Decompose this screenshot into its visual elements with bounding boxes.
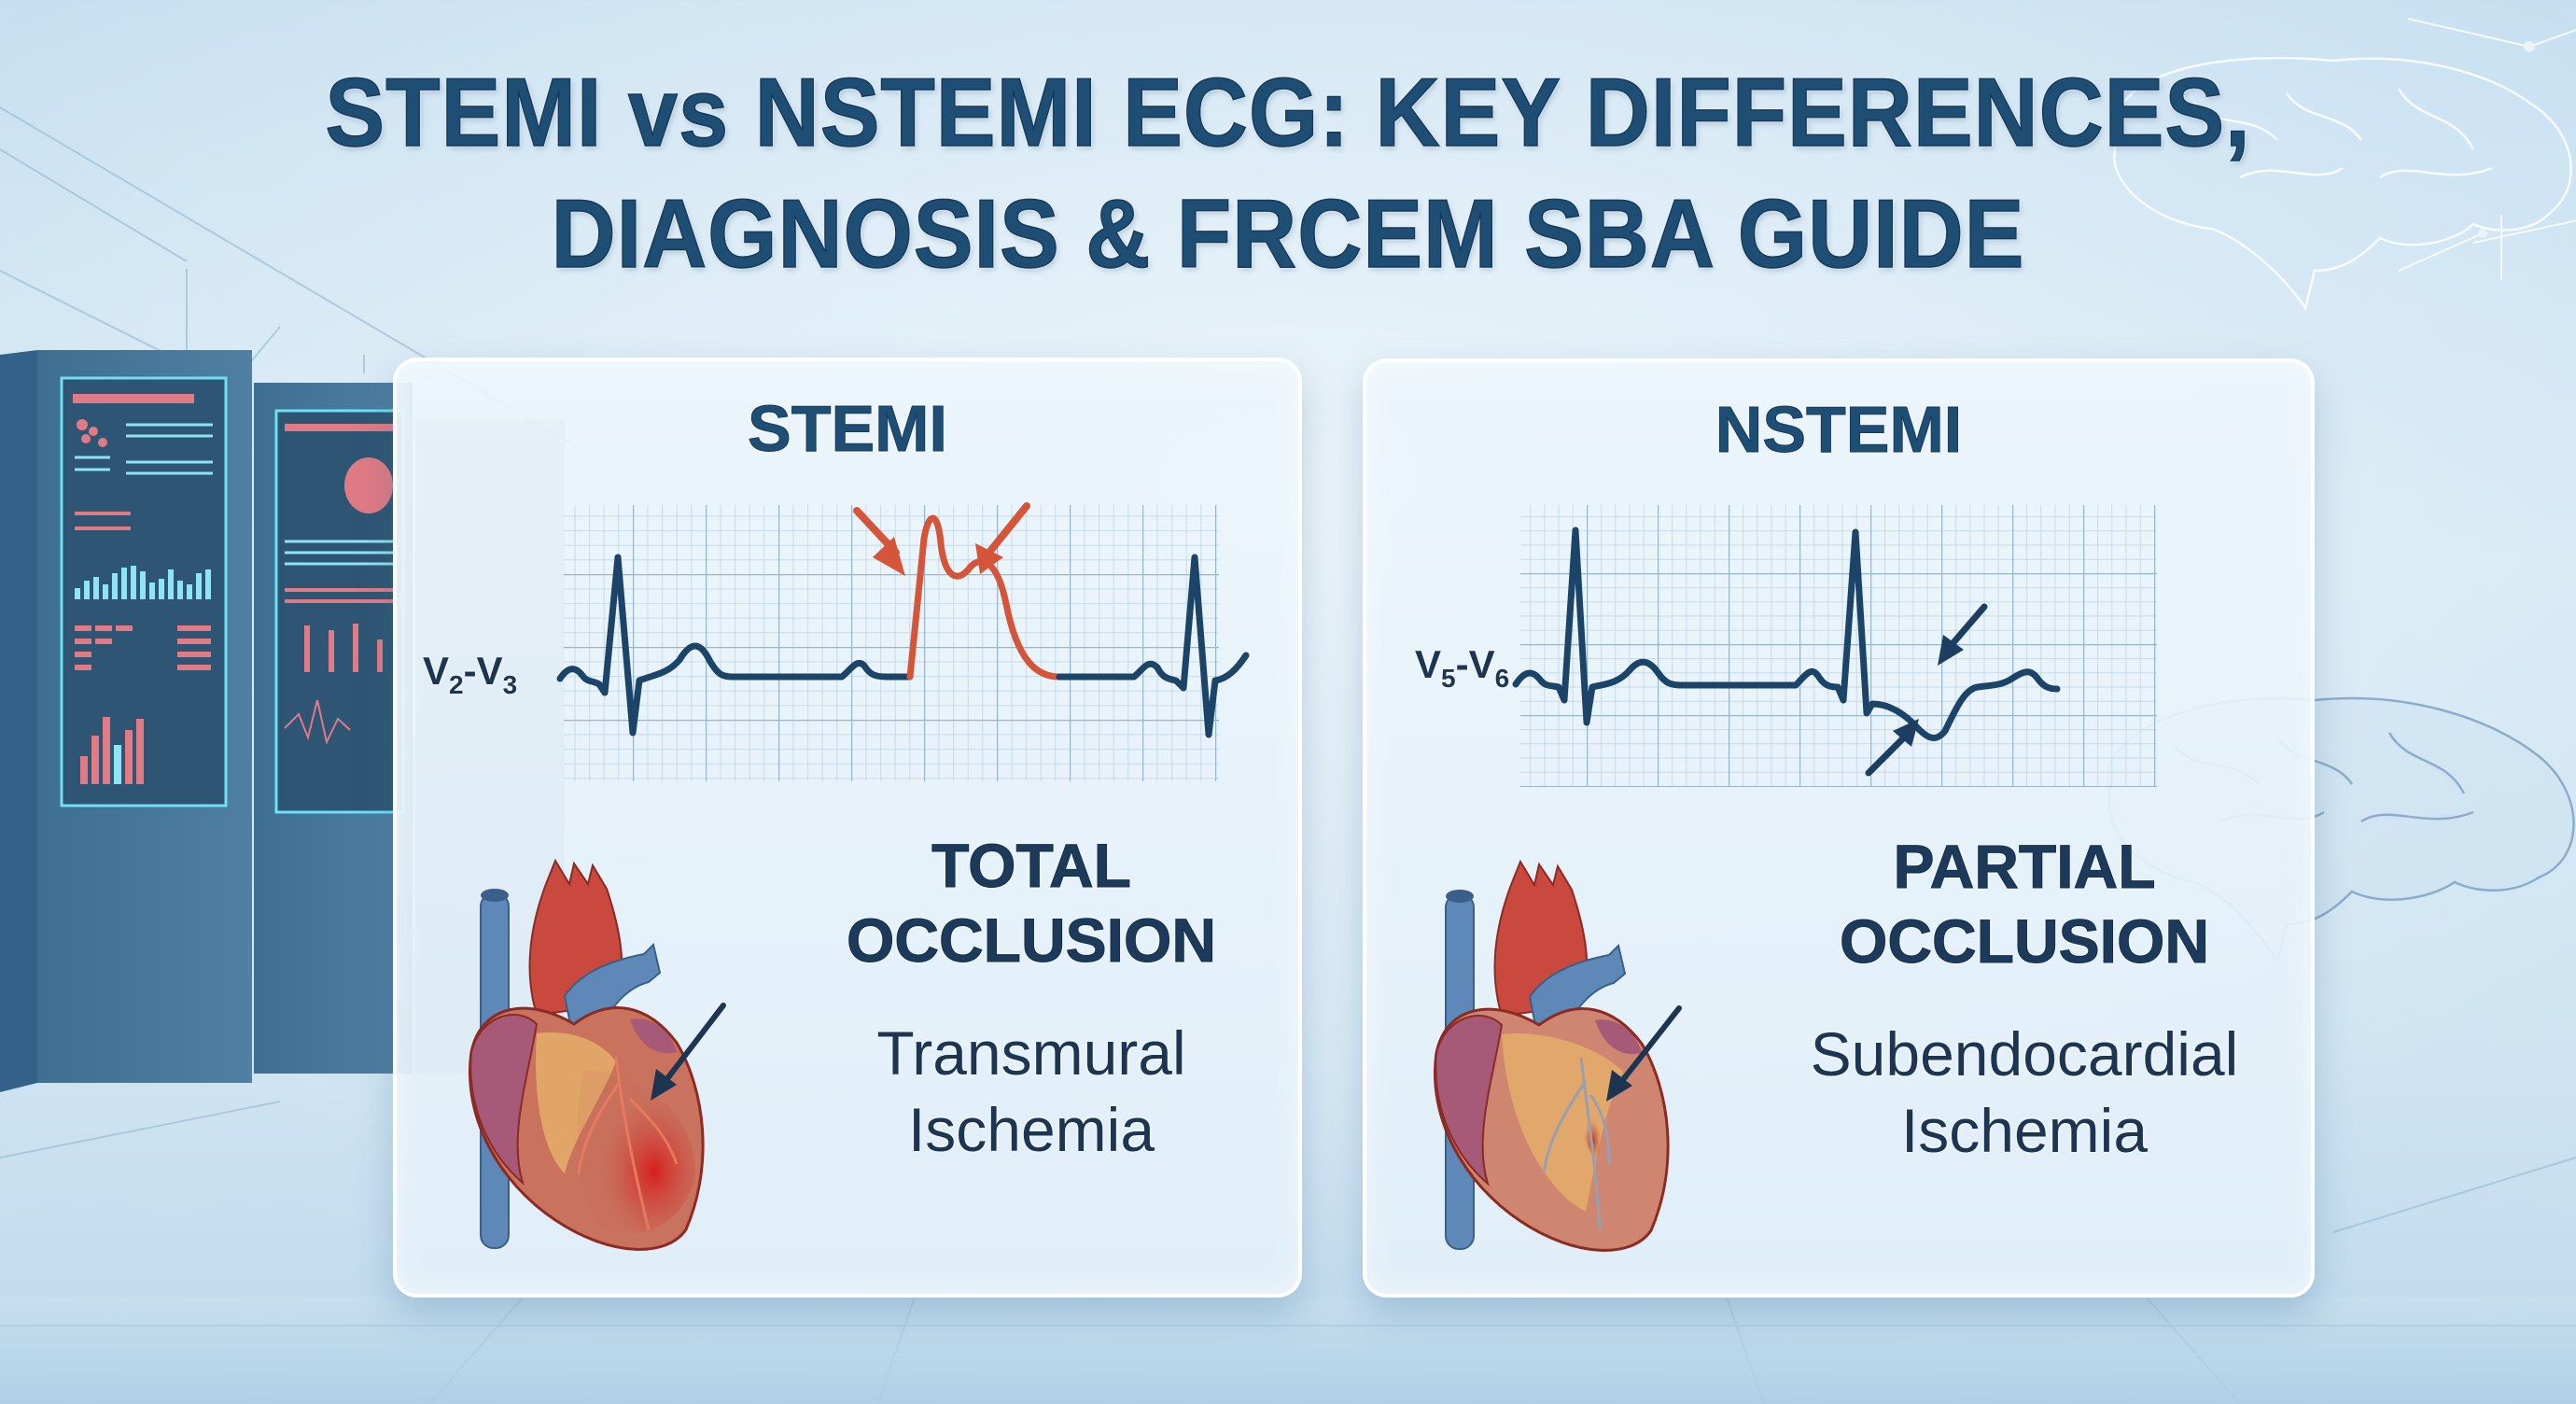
- heart-illustration-subendocardial: [1434, 859, 1682, 1252]
- nstemi-occlusion-label: PARTIAL OCCLUSION: [1840, 832, 2210, 976]
- st-elevation-arrows: [853, 502, 1030, 576]
- main-title-line1: STEMI vs NSTEMI ECG: KEY DIFFERENCES,: [325, 58, 2251, 168]
- nstemi-lead-label: V5-V6: [1415, 642, 1510, 693]
- nstemi-ecg-strip: [1512, 505, 2157, 787]
- stemi-ischemia-label: Transmural Ischemia: [876, 1018, 1186, 1164]
- nstemi-heading: NSTEMI: [1715, 393, 1963, 467]
- st-depression-arrows: [1865, 603, 1988, 777]
- stemi-ecg-strip: [556, 502, 1250, 781]
- stemi-panel: STEMI V2-V3: [393, 358, 1302, 1298]
- nstemi-ischemia-label: Subendocardial Ischemia: [1810, 1019, 2239, 1165]
- stemi-heading: STEMI: [748, 392, 948, 466]
- nstemi-panel: NSTEMI V5-V6: [1363, 358, 2315, 1298]
- main-title-line2: DIAGNOSIS & FRCEM SBA GUIDE: [551, 179, 2025, 289]
- heart-arrow: [1616, 1005, 1682, 1088]
- nstemi-ecg-trace: [1512, 526, 2061, 741]
- stemi-occlusion-label: TOTAL OCCLUSION: [847, 831, 1217, 976]
- stemi-st-elevation: [906, 514, 1063, 681]
- stemi-lead-label: V2-V3: [423, 649, 518, 699]
- heart-illustration-transmural: [469, 858, 726, 1251]
- stemi-ecg-trace: [556, 554, 914, 737]
- heart-arrow: [660, 1003, 726, 1088]
